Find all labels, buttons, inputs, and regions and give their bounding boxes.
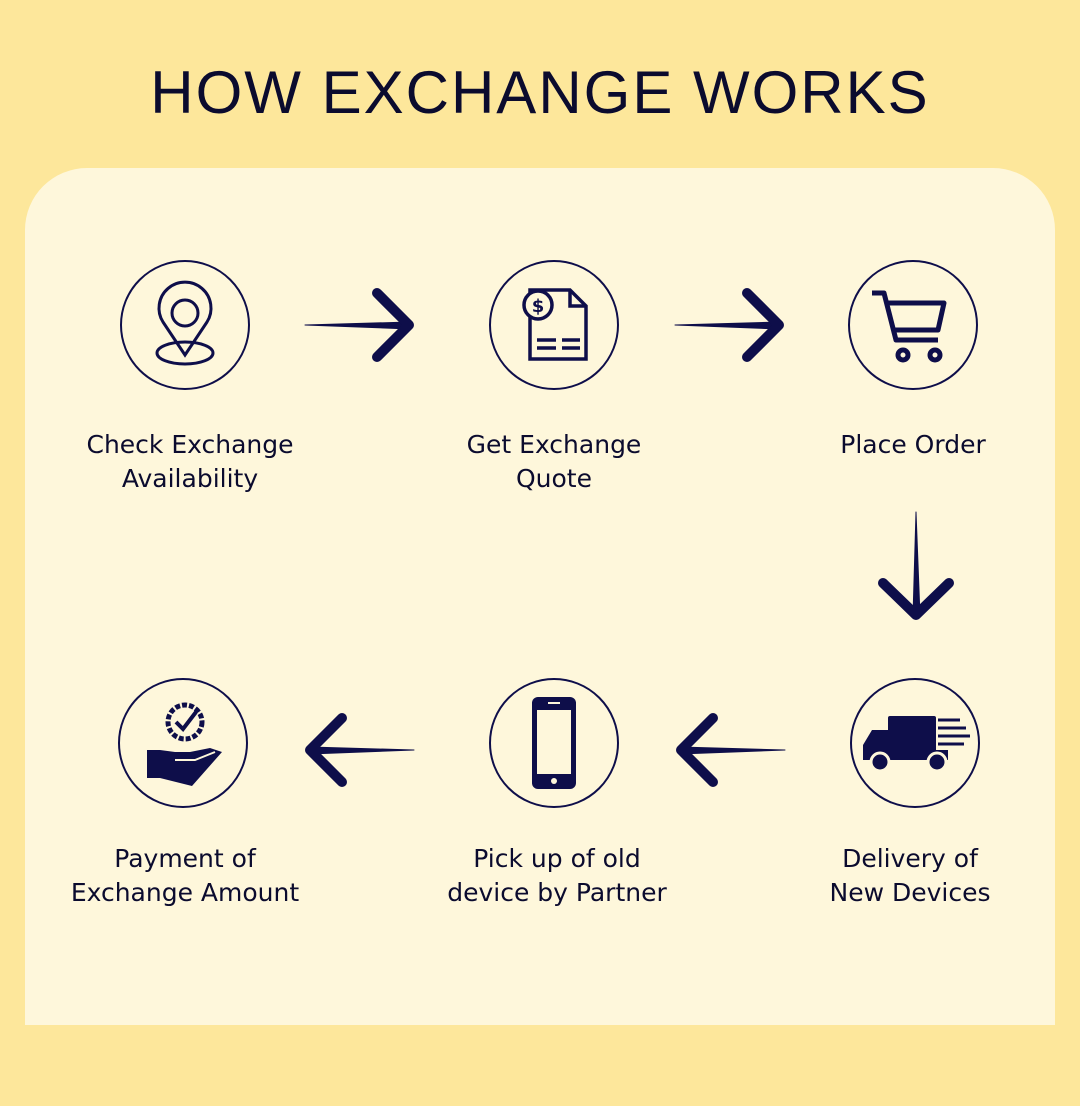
arrow-right-2 xyxy=(674,288,784,362)
step-label-line: device by Partner xyxy=(447,878,667,907)
step-circle-5 xyxy=(489,678,619,808)
step-label-line: Payment of xyxy=(114,844,256,873)
step-label-line: Availability xyxy=(121,464,259,493)
step-circle-3 xyxy=(848,260,978,390)
arrow-left-2 xyxy=(305,713,415,787)
shopping-cart-icon xyxy=(872,290,947,363)
step-label-line: Check Exchange xyxy=(86,430,294,459)
arrow-right-1 xyxy=(304,288,414,362)
step-circle-1 xyxy=(120,260,250,390)
step-label-1: Check Exchange Availability xyxy=(40,428,340,496)
step-label-line: Quote xyxy=(515,464,592,493)
step-label-3: Place Order xyxy=(763,428,1063,462)
payment-hand-check-icon xyxy=(147,702,222,786)
step-label-line: New Devices xyxy=(829,878,991,907)
arrow-down xyxy=(878,511,954,620)
step-label-2: Get Exchange Quote xyxy=(404,428,704,496)
invoice-dollar-icon: $ xyxy=(522,288,588,361)
step-circle-2 xyxy=(489,260,619,390)
step-label-line: Exchange Amount xyxy=(70,878,300,907)
smartphone-icon xyxy=(532,697,576,789)
svg-text:$: $ xyxy=(532,296,545,317)
step-circle-6 xyxy=(118,678,248,808)
step-label-line: Place Order xyxy=(840,430,986,459)
step-circle-4 xyxy=(850,678,980,808)
step-label-5: Pick up of old device by Partner xyxy=(407,842,707,910)
step-label-4: Delivery of New Devices xyxy=(760,842,1060,910)
arrow-left-1 xyxy=(676,713,786,787)
page-title: HOW EXCHANGE WORKS xyxy=(150,59,930,126)
step-label-line: Get Exchange xyxy=(466,430,642,459)
location-pin-icon xyxy=(155,280,215,366)
step-label-line: Pick up of old xyxy=(473,844,641,873)
delivery-truck-icon xyxy=(863,716,970,773)
step-label-6: Payment of Exchange Amount xyxy=(35,842,335,910)
step-label-line: Delivery of xyxy=(842,844,978,873)
